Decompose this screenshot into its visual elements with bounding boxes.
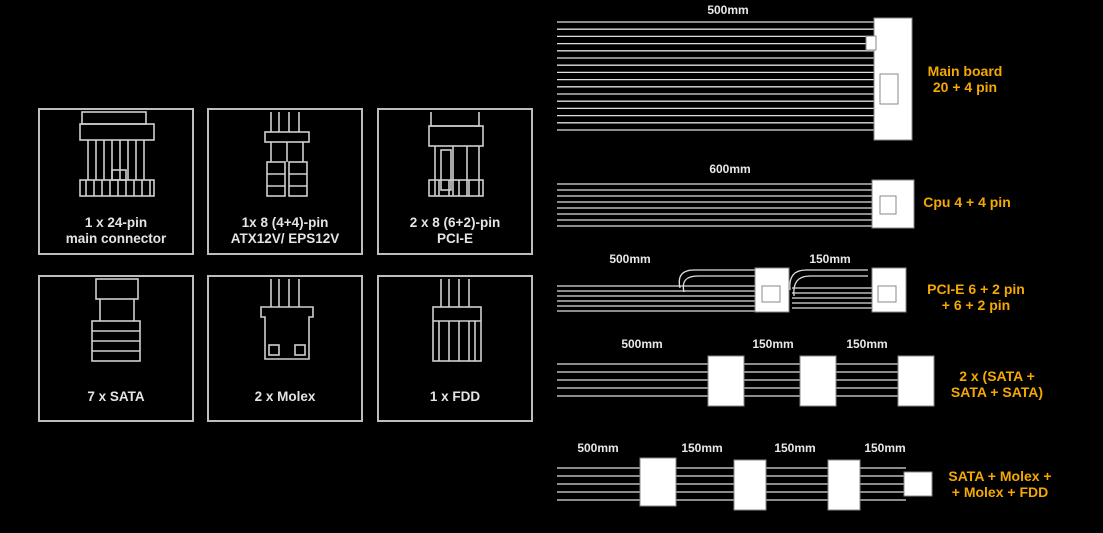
connector-box-sata: 7 x SATA: [38, 275, 194, 422]
sata-label-1: 2 x (SATA +: [959, 368, 1035, 384]
main-plug-clip: [879, 73, 899, 105]
cpu-plug-clip: [879, 195, 897, 215]
pcie-8pin-icon: [428, 112, 484, 197]
pcie-plug-2-clip: [877, 285, 897, 303]
connector-label-molex: 2 x Molex: [254, 389, 316, 404]
mixed-length-1: 500mm: [577, 441, 618, 455]
mixed-plug-molex-1: [733, 459, 767, 511]
sata-plug-3: [897, 355, 935, 407]
connector-label-sata: 7 x SATA: [87, 389, 145, 404]
pcie-extension-wire: [793, 275, 868, 297]
main-plug-latch: [865, 35, 877, 51]
sata-icon: [91, 278, 141, 362]
mixed-label-1: SATA + Molex +: [948, 468, 1051, 484]
cpu-label: Cpu 4 + 4 pin: [923, 194, 1011, 210]
mixed-plug-molex-2: [827, 459, 861, 511]
fdd-icon: [432, 279, 482, 362]
sata-plug-1: [707, 355, 745, 407]
pcie-plug-1-clip: [761, 285, 781, 303]
main-label-2: 20 + 4 pin: [933, 79, 997, 95]
main-length: 500mm: [707, 3, 748, 17]
sata-plug-2: [799, 355, 837, 407]
mixed-label-2: + Molex + FDD: [952, 484, 1048, 500]
mixed-plug-sata: [639, 457, 677, 507]
atx-24pin-icon: [79, 111, 155, 197]
eps-8pin-icon: [264, 112, 310, 197]
pcie-label-2: + 6 + 2 pin: [942, 297, 1010, 313]
pcie-split-wire: [682, 275, 755, 293]
connector-box-fdd: 1 x FDD: [377, 275, 533, 422]
sata-length-2: 150mm: [752, 337, 793, 351]
main-label-1: Main board: [928, 63, 1003, 79]
pcie-length-1: 500mm: [609, 252, 650, 266]
connector-label-fdd: 1 x FDD: [429, 389, 481, 404]
pcie-extension-wire: [789, 269, 868, 291]
mixed-length-4: 150mm: [864, 441, 905, 455]
mixed-plug-fdd: [903, 471, 933, 497]
sata-length-1: 500mm: [621, 337, 662, 351]
sata-label-2: SATA + SATA): [951, 384, 1043, 400]
molex-icon: [260, 279, 314, 360]
pcie-length-2: 150mm: [809, 252, 850, 266]
cpu-length: 600mm: [709, 162, 750, 176]
mixed-length-2: 150mm: [681, 441, 722, 455]
sata-length-3: 150mm: [846, 337, 887, 351]
mixed-length-3: 150mm: [774, 441, 815, 455]
pcie-label-1: PCI-E 6 + 2 pin: [927, 281, 1025, 297]
pcie-split-wire: [678, 269, 755, 289]
connector-box-molex: 2 x Molex: [207, 275, 363, 422]
